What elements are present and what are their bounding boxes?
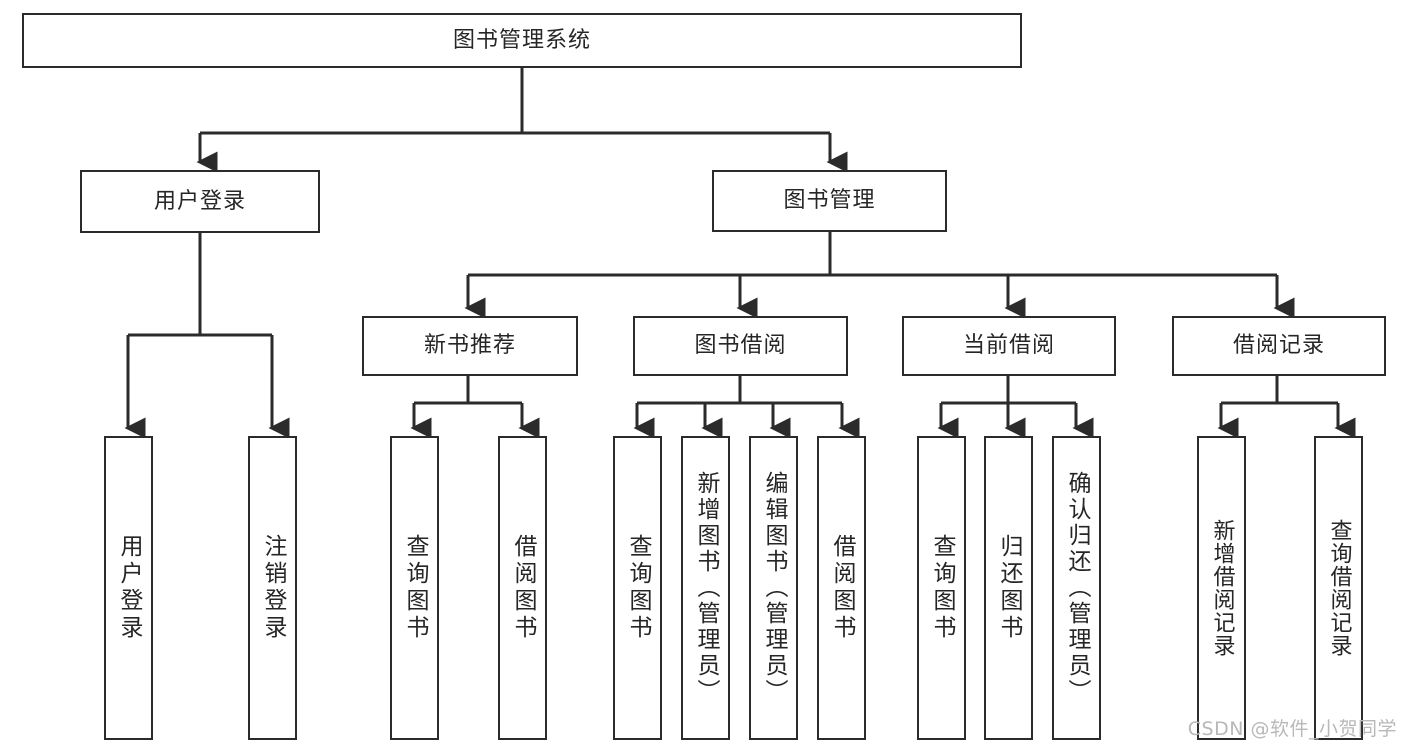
node-label: 当前借阅 <box>962 333 1055 359</box>
leaf-user-login-login[interactable]: 用户登录 <box>104 436 153 740</box>
node-label: 新增借阅记录 <box>1209 519 1235 657</box>
node-label: 确认归还（管理员） <box>1064 471 1090 705</box>
node-new-book-recommend[interactable]: 新书推荐 <box>362 316 578 376</box>
node-label: 图书借阅 <box>694 333 787 359</box>
node-label: 编辑图书（管理员） <box>761 471 787 705</box>
leaf-user-login-logout[interactable]: 注销登录 <box>248 436 297 740</box>
node-label: 归还图书 <box>996 534 1022 642</box>
node-label: 用户登录 <box>153 188 246 214</box>
node-label: 查询图书 <box>625 534 651 642</box>
leaf-borrow-query-book[interactable]: 查询图书 <box>613 436 662 740</box>
node-label: 查询图书 <box>929 534 955 642</box>
leaf-borrow-borrow-book[interactable]: 借阅图书 <box>817 436 866 740</box>
leaf-current-return-book[interactable]: 归还图书 <box>984 436 1033 740</box>
leaf-current-confirm-return-admin[interactable]: 确认归还（管理员） <box>1052 436 1101 740</box>
node-borrow-records[interactable]: 借阅记录 <box>1172 316 1386 376</box>
node-label: 查询图书 <box>402 534 428 642</box>
node-root-system[interactable]: 图书管理系统 <box>22 13 1022 68</box>
node-current-borrow[interactable]: 当前借阅 <box>902 316 1116 376</box>
node-label: 借阅记录 <box>1232 333 1325 359</box>
leaf-records-query-record[interactable]: 查询借阅记录 <box>1314 436 1363 740</box>
node-label: 图书管理系统 <box>452 27 591 53</box>
leaf-borrow-edit-book-admin[interactable]: 编辑图书（管理员） <box>749 436 798 740</box>
node-label: 图书管理 <box>783 188 876 214</box>
node-label: 借阅图书 <box>829 534 855 642</box>
node-label: 借阅图书 <box>510 534 536 642</box>
leaf-new-books-borrow[interactable]: 借阅图书 <box>498 436 547 740</box>
node-user-login[interactable]: 用户登录 <box>80 170 320 233</box>
leaf-records-add-record[interactable]: 新增借阅记录 <box>1197 436 1246 740</box>
node-book-management[interactable]: 图书管理 <box>712 170 947 232</box>
node-label: 查询借阅记录 <box>1326 519 1352 657</box>
node-label: 用户登录 <box>116 534 142 642</box>
node-book-borrow[interactable]: 图书借阅 <box>633 316 848 376</box>
node-label: 注销登录 <box>260 534 286 642</box>
node-label: 新增图书（管理员） <box>693 471 719 705</box>
leaf-new-books-query[interactable]: 查询图书 <box>390 436 439 740</box>
leaf-borrow-add-book-admin[interactable]: 新增图书（管理员） <box>681 436 730 740</box>
leaf-current-query-book[interactable]: 查询图书 <box>917 436 966 740</box>
node-label: 新书推荐 <box>423 333 516 359</box>
